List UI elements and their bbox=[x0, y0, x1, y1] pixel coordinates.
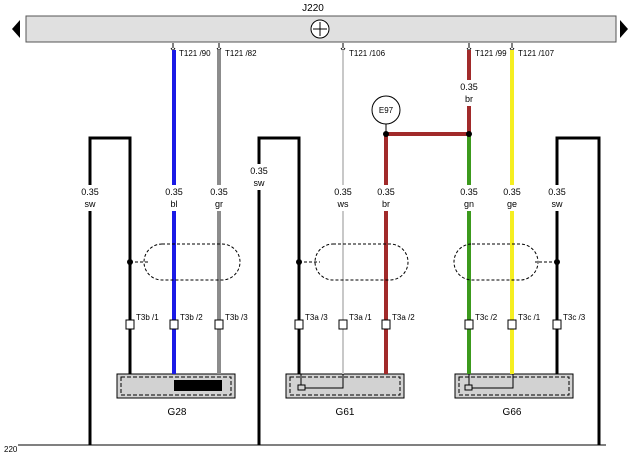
right-arrow-icon bbox=[620, 20, 628, 38]
connector-t3c-2: T3c /2 bbox=[475, 313, 498, 322]
wire-bl-size: 0.35 bbox=[165, 187, 183, 197]
connector-t3a-1: T3a /1 bbox=[349, 313, 372, 322]
connector-t3b-3: T3b /3 bbox=[225, 313, 248, 322]
pin-label-82: T121 /82 bbox=[225, 49, 257, 58]
connector-t3a-2: T3a /2 bbox=[392, 313, 415, 322]
connector-t3b-2: T3b /2 bbox=[180, 313, 203, 322]
wire-gr-color: gr bbox=[215, 199, 223, 209]
wire-sw2-color: sw bbox=[254, 178, 266, 188]
pin-label-99: T121 /99 bbox=[475, 49, 507, 58]
wire-red-low bbox=[384, 132, 469, 374]
wire-ws-size: 0.35 bbox=[334, 187, 352, 197]
shield-wires bbox=[88, 136, 601, 445]
sensor-g61-box[interactable] bbox=[285, 373, 405, 399]
control-module-j220[interactable]: J220 bbox=[12, 3, 628, 43]
wire-br-top-color: br bbox=[465, 94, 473, 104]
wire-sw2-size: 0.35 bbox=[250, 166, 268, 176]
wire-br-low-color: br bbox=[382, 199, 390, 209]
shield-wire-g66 bbox=[555, 136, 601, 445]
connector-t3b-1: T3b /1 bbox=[136, 313, 159, 322]
wire-labels: 0.35 sw 0.35 bl 0.35 gr 0.35 sw 0.35 ws … bbox=[78, 80, 569, 211]
wire-sw1-color: sw bbox=[85, 199, 97, 209]
sensor-g66-box[interactable] bbox=[454, 373, 574, 399]
wire-br-low-size: 0.35 bbox=[377, 187, 395, 197]
component-g28-label: G28 bbox=[168, 407, 187, 418]
wire-ws-color: ws bbox=[337, 199, 349, 209]
pin-label-106: T121 /106 bbox=[349, 49, 386, 58]
ground-rail-label: 220 bbox=[4, 445, 18, 454]
wire-gr-size: 0.35 bbox=[210, 187, 228, 197]
connector-t3c-3: T3c /3 bbox=[563, 313, 586, 322]
wire-ge-color: ge bbox=[507, 199, 517, 209]
pin-label-90: T121 /90 bbox=[179, 49, 211, 58]
wire-sw3-color: sw bbox=[552, 199, 564, 209]
connector-symbols bbox=[125, 319, 562, 330]
wire-bl-color: bl bbox=[170, 199, 177, 209]
left-arrow-icon bbox=[12, 20, 20, 38]
connector-labels: T3b /1 T3b /2 T3b /3 T3a /3 T3a /1 T3a /… bbox=[136, 313, 586, 322]
component-e97-label: E97 bbox=[379, 106, 394, 115]
component-g66-label: G66 bbox=[503, 407, 522, 418]
pin-markers bbox=[170, 43, 515, 52]
module-label: J220 bbox=[302, 3, 324, 14]
shield-wire-g28 bbox=[88, 136, 132, 445]
connector-t3a-3: T3a /3 bbox=[305, 313, 328, 322]
pin-label-107: T121 /107 bbox=[518, 49, 555, 58]
component-g61-label: G61 bbox=[336, 407, 355, 418]
wire-gn-color: gn bbox=[464, 199, 474, 209]
connector-t3c-1: T3c /1 bbox=[518, 313, 541, 322]
sensor-g28-box[interactable] bbox=[116, 373, 236, 399]
wire-sw3-size: 0.35 bbox=[548, 187, 566, 197]
wire-gn-size: 0.35 bbox=[460, 187, 478, 197]
component-e97[interactable] bbox=[371, 95, 401, 125]
wire-sw1-size: 0.35 bbox=[81, 187, 99, 197]
wire-ge-size: 0.35 bbox=[503, 187, 521, 197]
shield-wire-g61 bbox=[257, 136, 301, 445]
wire-br-top-size: 0.35 bbox=[460, 82, 478, 92]
junction-dots bbox=[127, 131, 560, 265]
shield-outlines bbox=[130, 243, 557, 281]
